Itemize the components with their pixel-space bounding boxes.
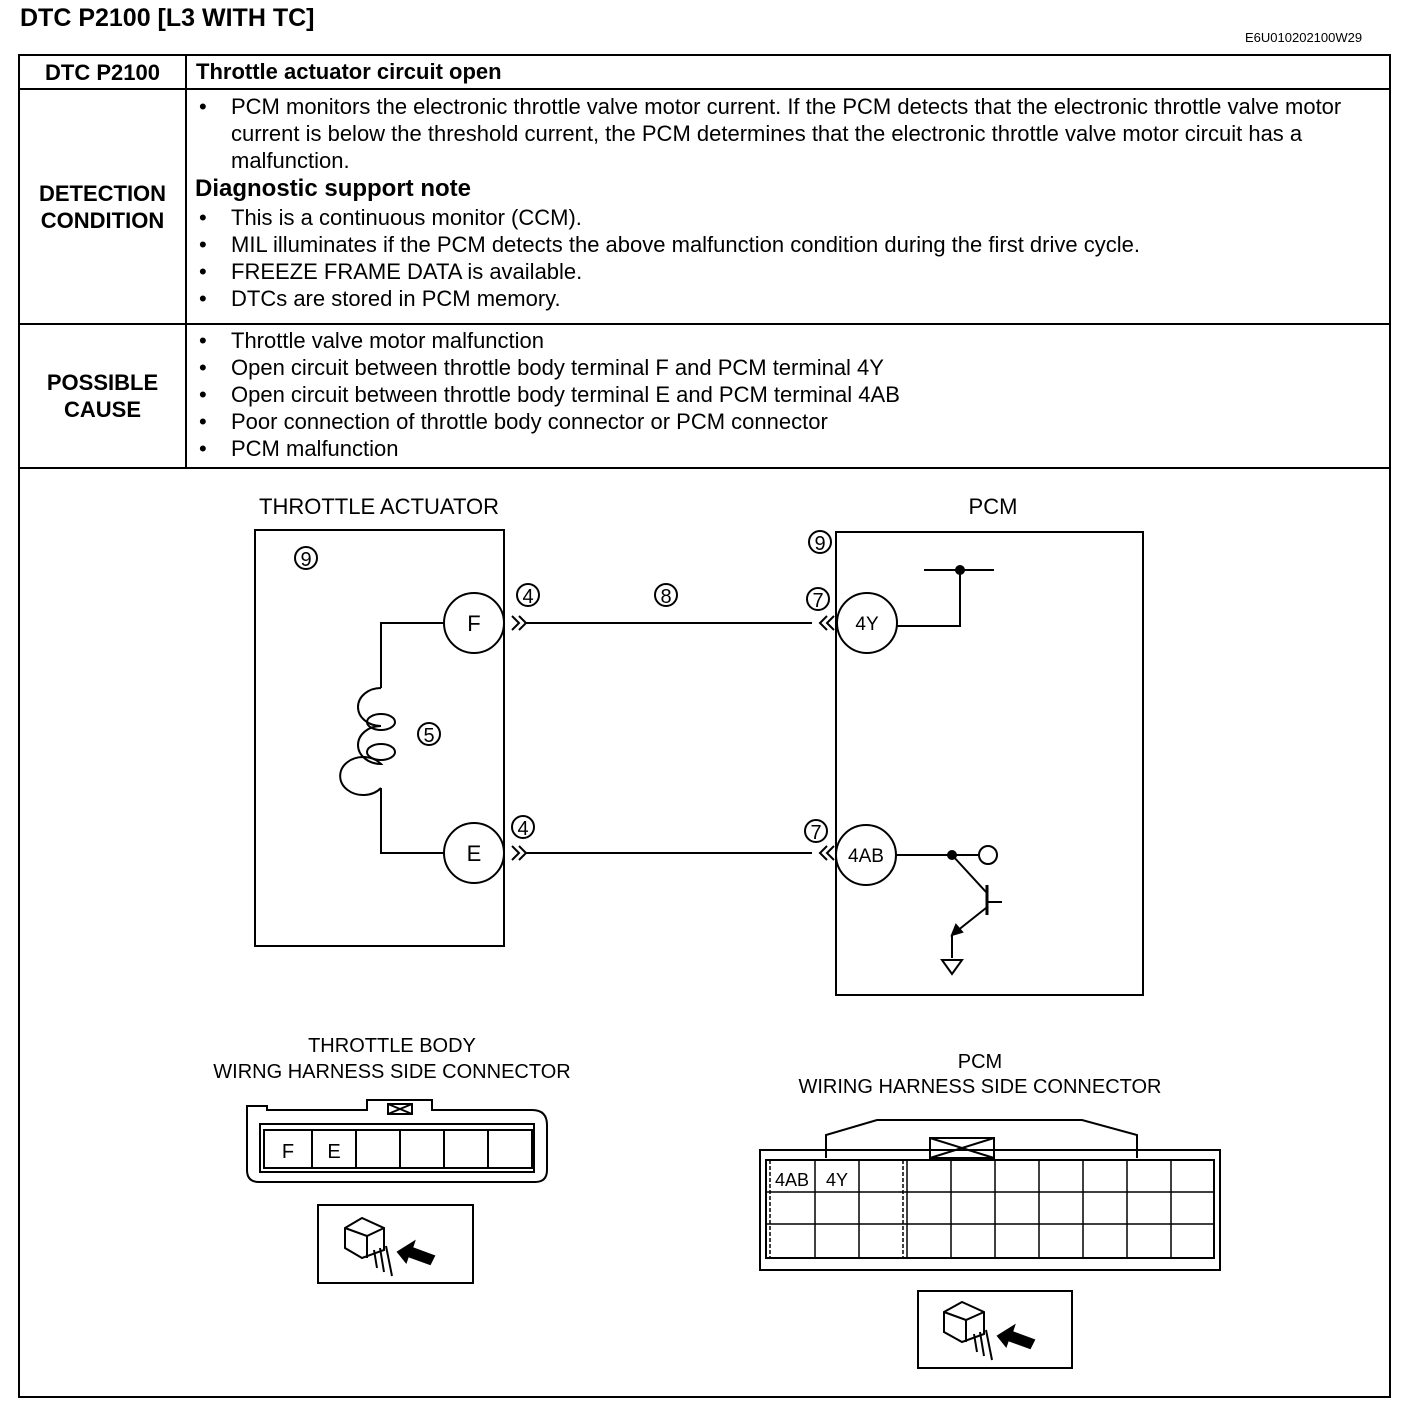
cause-item: Throttle valve motor malfunction <box>199 327 1389 354</box>
svg-text:4AB: 4AB <box>848 846 884 867</box>
detection-label-line1: DETECTION <box>38 180 167 206</box>
detection-label-line2: CONDITION <box>40 207 165 233</box>
cause-label: POSSIBLE CAUSE <box>18 323 187 469</box>
coil-loop-icon <box>366 743 396 761</box>
throttle-connector-title-1: THROTTLE BODY <box>308 1035 476 1057</box>
svg-text:4Y: 4Y <box>855 614 879 635</box>
terminal-e: E <box>443 822 505 884</box>
terminal-4y: 4Y <box>836 592 898 654</box>
callout-4-bottom: 4 <box>511 815 535 840</box>
dtc-header-row: DTC P2100 Throttle actuator circuit open <box>18 54 1391 90</box>
support-note-heading: Diagnostic support note <box>195 175 471 202</box>
svg-text:9: 9 <box>300 549 311 571</box>
svg-text:4: 4 <box>522 586 533 608</box>
svg-text:5: 5 <box>423 725 434 747</box>
svg-text:E: E <box>467 841 482 866</box>
wiring-diagram-panel: THROTTLE ACTUATOR 9 5 F E 4 <box>18 465 1391 1398</box>
terminal-point-icon <box>978 845 998 865</box>
support-note-item: FREEZE FRAME DATA is available. <box>199 258 1389 285</box>
emitter-arrow-icon <box>950 923 964 937</box>
pcm-pin-4ab: 4AB <box>775 1170 809 1190</box>
motor-coil-icon <box>339 687 384 796</box>
document-code: E6U010202100W29 <box>1245 30 1363 45</box>
support-note-item: MIL illuminates if the PCM detects the a… <box>199 231 1389 258</box>
pcm-connector-view-icon <box>917 1290 1073 1369</box>
detection-label: DETECTION CONDITION <box>18 88 187 325</box>
pcm-label: PCM <box>969 494 1018 519</box>
throttle-actuator-label: THROTTLE ACTUATOR <box>259 494 499 519</box>
pcm-4y-internal-wire <box>897 570 961 627</box>
connector-mark-icon <box>818 845 835 861</box>
pcm-pin-4y: 4Y <box>826 1170 848 1190</box>
detection-item: PCM monitors the electronic throttle val… <box>199 93 1389 174</box>
connector-mark-icon <box>511 845 528 861</box>
svg-text:8: 8 <box>660 586 671 608</box>
wiring-diagram: THROTTLE ACTUATOR 9 5 F E 4 <box>213 494 1221 1369</box>
throttle-body-connector: F E <box>246 1099 548 1183</box>
pcm-connector-title-2: WIRING HARNESS SIDE CONNECTOR <box>799 1076 1162 1098</box>
detection-content: PCM monitors the electronic throttle val… <box>185 88 1391 325</box>
throttle-connector-view-icon <box>317 1204 474 1284</box>
dtc-table: DTC P2100 Throttle actuator circuit open… <box>18 54 1391 469</box>
throttle-actuator-box <box>254 529 505 947</box>
support-note-item: This is a continuous monitor (CCM). <box>199 204 1389 231</box>
terminal-4ab: 4AB <box>835 824 897 886</box>
callout-7-bottom: 7 <box>804 819 828 844</box>
callout-4-top: 4 <box>516 583 540 608</box>
dtc-code-cell: DTC P2100 <box>18 54 187 90</box>
transistor-collector <box>951 854 987 893</box>
coil-wire-top <box>380 622 444 688</box>
callout-5: 5 <box>417 722 441 747</box>
ground-icon <box>940 959 964 976</box>
cause-label-line1: POSSIBLE <box>46 370 159 395</box>
throttle-pin-e: E <box>327 1141 340 1163</box>
cause-row: POSSIBLE CAUSE Throttle valve motor malf… <box>18 323 1391 469</box>
svg-text:7: 7 <box>810 822 821 844</box>
svg-text:4: 4 <box>517 818 528 840</box>
connector-mark-icon <box>511 615 528 631</box>
pcm-connector: 4AB 4Y <box>759 1119 1221 1271</box>
terminal-f: F <box>443 592 505 654</box>
svg-text:F: F <box>467 611 480 636</box>
detection-row: DETECTION CONDITION PCM monitors the ele… <box>18 88 1391 325</box>
cause-item: Poor connection of throttle body connect… <box>199 408 1389 435</box>
svg-text:7: 7 <box>812 590 823 612</box>
cause-list: Throttle valve motor malfunction Open ci… <box>187 327 1389 462</box>
cause-item: Open circuit between throttle body termi… <box>199 381 1389 408</box>
cause-label-line2: CAUSE <box>63 397 141 422</box>
cause-item: PCM malfunction <box>199 435 1389 462</box>
callout-7-top: 7 <box>806 587 830 612</box>
page-title: DTC P2100 [L3 WITH TC] <box>20 4 315 32</box>
cause-item: Open circuit between throttle body termi… <box>199 354 1389 381</box>
callout-9-right: 9 <box>808 530 832 555</box>
coil-wire-bottom <box>380 788 444 854</box>
callout-9-left: 9 <box>294 546 318 571</box>
dtc-description-cell: Throttle actuator circuit open <box>185 54 1391 90</box>
throttle-pin-f: F <box>282 1141 294 1163</box>
junction-dot-icon <box>955 565 965 575</box>
cause-content: Throttle valve motor malfunction Open ci… <box>185 323 1391 469</box>
support-note-item: DTCs are stored in PCM memory. <box>199 285 1389 312</box>
pcm-box <box>835 531 1144 996</box>
svg-text:9: 9 <box>814 533 825 555</box>
pcm-connector-title-1: PCM <box>958 1051 1002 1073</box>
coil-loop-icon <box>366 713 396 731</box>
detection-list: PCM monitors the electronic throttle val… <box>187 93 1389 174</box>
callout-8: 8 <box>654 583 678 608</box>
connector-mark-icon <box>818 615 835 631</box>
support-note-list: This is a continuous monitor (CCM). MIL … <box>187 204 1389 312</box>
throttle-connector-title-2: WIRNG HARNESS SIDE CONNECTOR <box>213 1061 570 1083</box>
